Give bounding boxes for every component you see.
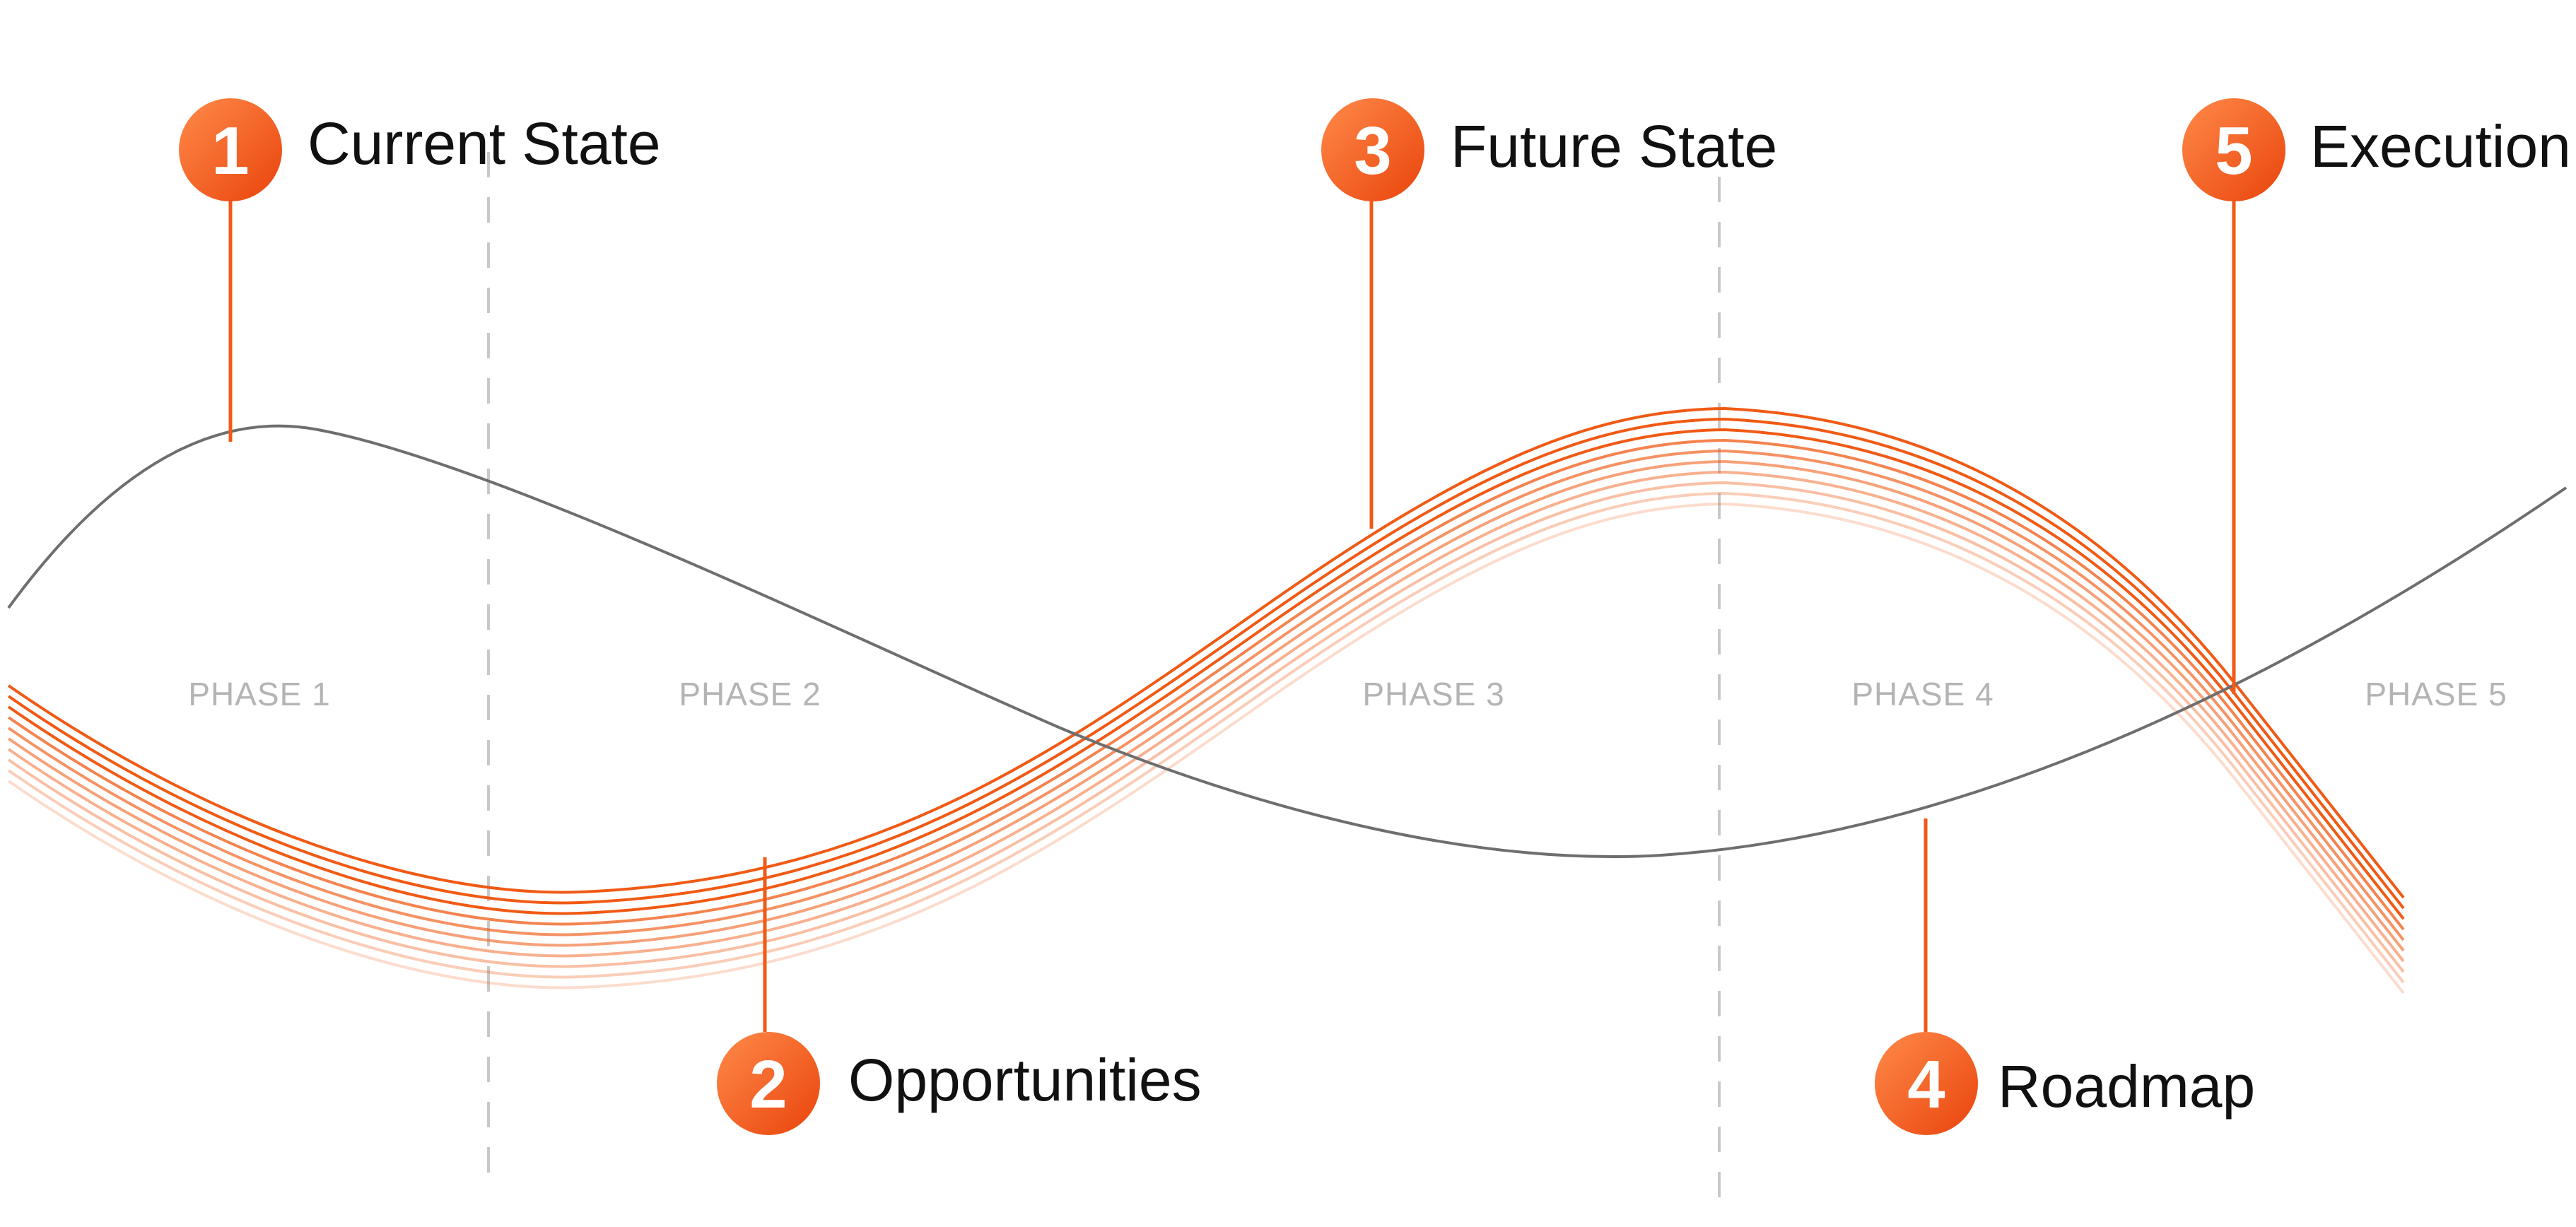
step-4-title: Roadmap	[1998, 1053, 2255, 1120]
gray-wave	[7, 424, 2568, 858]
step-markers: 1 Current State 2 Opportunities 3 Future…	[179, 98, 2571, 1135]
step-2-bubble	[717, 1032, 820, 1135]
step-2: 2 Opportunities	[717, 1032, 1202, 1135]
step-2-number: 2	[749, 1047, 787, 1122]
phase-label-4: PHASE 4	[1851, 676, 1994, 712]
step-4-bubble	[1875, 1032, 1978, 1135]
phase-label-2: PHASE 2	[679, 676, 821, 712]
orange-wave-line	[7, 438, 2405, 931]
step-1: 1 Current State	[179, 98, 661, 201]
step-2-title: Opportunities	[848, 1047, 1202, 1113]
phase-labels: PHASE 1 PHASE 2 PHASE 3 PHASE 4 PHASE 5	[188, 676, 2507, 712]
phase-label-3: PHASE 3	[1362, 676, 1504, 712]
orange-wave-line	[7, 417, 2405, 910]
step-3: 3 Future State	[1321, 98, 1777, 201]
step-3-bubble	[1321, 98, 1424, 201]
phase-label-1: PHASE 1	[188, 676, 330, 712]
step-5-number: 5	[2215, 113, 2252, 189]
orange-wave-line	[7, 470, 2405, 963]
step-4-number: 4	[1907, 1047, 1945, 1122]
orange-wave-line	[7, 406, 2405, 899]
step-3-number: 3	[1354, 113, 1391, 189]
step-5-bubble	[2182, 98, 2285, 201]
step-5-title: Execution	[2310, 113, 2571, 180]
step-4: 4 Roadmap	[1875, 1032, 2255, 1135]
orange-wave-line	[7, 428, 2405, 920]
orange-wave-line	[7, 491, 2405, 984]
orange-wave-line	[7, 449, 2405, 941]
phase-label-5: PHASE 5	[2365, 676, 2507, 712]
step-1-title: Current State	[308, 110, 661, 177]
orange-wave-line	[7, 459, 2405, 952]
orange-wave-bundle	[7, 406, 2405, 994]
step-1-bubble	[179, 98, 282, 201]
step-connectors	[228, 201, 2236, 1032]
orange-wave-line	[7, 481, 2405, 973]
step-5: 5 Execution	[2182, 98, 2571, 201]
step-3-title: Future State	[1451, 113, 1777, 180]
step-1-number: 1	[211, 113, 249, 189]
orange-wave-line	[7, 502, 2405, 994]
phase-dividers	[487, 152, 1721, 1202]
